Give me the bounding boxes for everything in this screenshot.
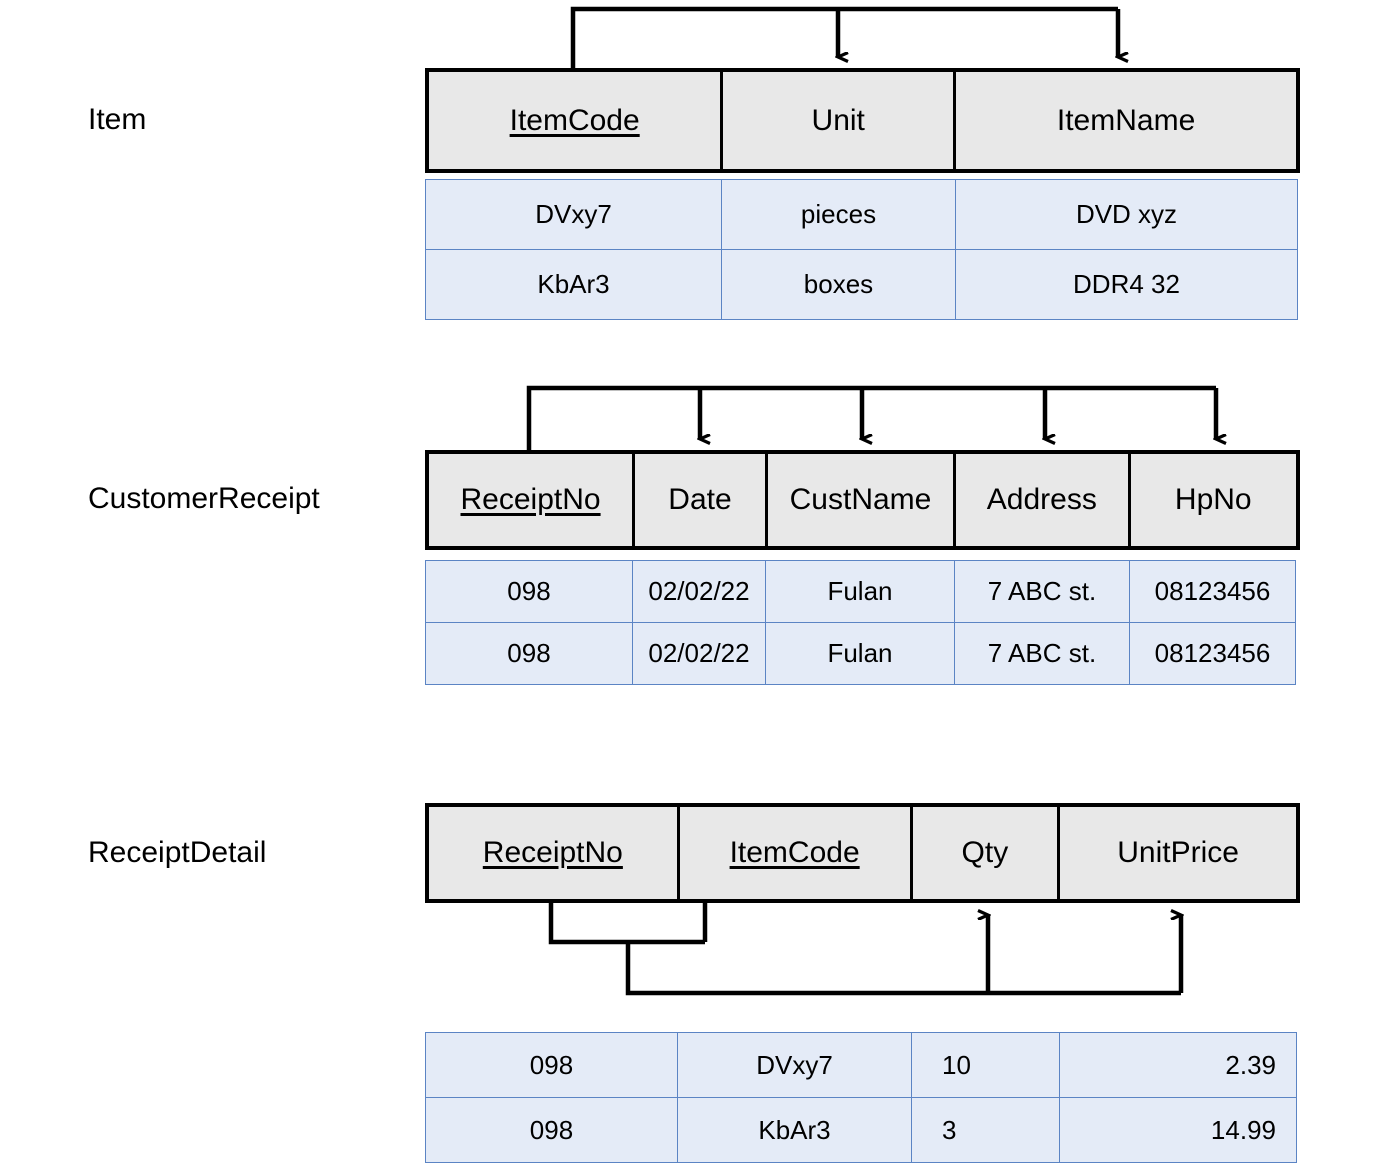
receiptdetail-dependency-arrow <box>548 903 1181 996</box>
customerreceipt-table-row: 098 02/02/22 Fulan 7 ABC st. 08123456 <box>425 560 1300 623</box>
receiptdetail-data-table: 098 DVxy7 10 2.39 098 KbAr3 3 14.99 <box>425 1032 1300 1163</box>
customerreceipt-cell-address: 7 ABC st. <box>954 560 1130 623</box>
customerreceipt-column-hpno: HpNo <box>1131 454 1296 546</box>
customerreceipt-cell-hpno: 08123456 <box>1129 622 1296 685</box>
item-cell-unit: pieces <box>721 179 956 250</box>
customerreceipt-column-address-label: Address <box>986 483 1097 516</box>
receiptdetail-table-row: 098 KbAr3 3 14.99 <box>425 1097 1300 1163</box>
customerreceipt-column-hpno-label: HpNo <box>1174 483 1252 516</box>
customerreceipt-header-row: ReceiptNo Date CustName Address HpNo <box>425 450 1300 550</box>
receiptdetail-cell-unitprice: 14.99 <box>1059 1097 1297 1163</box>
customerreceipt-column-receiptno-label: ReceiptNo <box>460 483 601 516</box>
receiptdetail-column-itemcode: ItemCode <box>680 807 913 899</box>
customerreceipt-data-table: 098 02/02/22 Fulan 7 ABC st. 08123456 09… <box>425 560 1300 685</box>
receiptdetail-header-row: ReceiptNo ItemCode Qty UnitPrice <box>425 803 1300 903</box>
item-cell-itemcode: DVxy7 <box>425 179 722 250</box>
receiptdetail-cell-receiptno: 098 <box>425 1032 678 1098</box>
customerreceipt-cell-custname: Fulan <box>765 622 955 685</box>
customerreceipt-dependency-arrow <box>526 385 1216 450</box>
receiptdetail-column-unitprice: UnitPrice <box>1060 807 1296 899</box>
customerreceipt-cell-date: 02/02/22 <box>632 560 766 623</box>
customerreceipt-cell-custname: Fulan <box>765 560 955 623</box>
item-cell-itemname: DVD xyz <box>955 179 1298 250</box>
item-table-row: DVxy7 pieces DVD xyz <box>425 179 1300 250</box>
customerreceipt-column-custname-label: CustName <box>789 483 932 516</box>
receiptdetail-column-qty: Qty <box>913 807 1061 899</box>
customerreceipt-cell-address: 7 ABC st. <box>954 622 1130 685</box>
item-cell-itemcode: KbAr3 <box>425 249 722 320</box>
customerreceipt-column-receiptno: ReceiptNo <box>429 454 636 546</box>
item-column-itemcode: ItemCode <box>429 72 724 169</box>
customerreceipt-column-date-label: Date <box>668 483 732 516</box>
item-column-itemname-label: ItemName <box>1056 103 1196 137</box>
item-data-table: DVxy7 pieces DVD xyz KbAr3 boxes DDR4 32 <box>425 179 1300 320</box>
customerreceipt-table-row: 098 02/02/22 Fulan 7 ABC st. 08123456 <box>425 622 1300 685</box>
customerreceipt-column-date: Date <box>635 454 768 546</box>
item-dependency-arrow <box>570 6 1118 68</box>
item-column-itemname: ItemName <box>956 72 1296 169</box>
entity-label-item: Item <box>88 103 147 136</box>
receiptdetail-cell-itemcode: KbAr3 <box>677 1097 912 1163</box>
item-column-unit-label: Unit <box>811 103 865 137</box>
receiptdetail-cell-unitprice: 2.39 <box>1059 1032 1297 1098</box>
item-column-itemcode-label: ItemCode <box>509 103 640 137</box>
receiptdetail-cell-itemcode: DVxy7 <box>677 1032 912 1098</box>
receiptdetail-column-itemcode-label: ItemCode <box>729 836 860 869</box>
item-cell-itemname: DDR4 32 <box>955 249 1298 320</box>
receiptdetail-cell-qty: 3 <box>911 1097 1060 1163</box>
item-header-row: ItemCode Unit ItemName <box>425 68 1300 173</box>
customerreceipt-cell-receiptno: 098 <box>425 560 633 623</box>
customerreceipt-cell-date: 02/02/22 <box>632 622 766 685</box>
receiptdetail-column-receiptno: ReceiptNo <box>429 807 680 899</box>
item-column-unit: Unit <box>723 72 957 169</box>
receiptdetail-cell-receiptno: 098 <box>425 1097 678 1163</box>
entity-label-customerreceipt: CustomerReceipt <box>88 482 320 515</box>
receiptdetail-cell-qty: 10 <box>911 1032 1060 1098</box>
item-table-row: KbAr3 boxes DDR4 32 <box>425 249 1300 320</box>
customerreceipt-cell-hpno: 08123456 <box>1129 560 1296 623</box>
customerreceipt-cell-receiptno: 098 <box>425 622 633 685</box>
customerreceipt-column-custname: CustName <box>768 454 957 546</box>
receiptdetail-column-receiptno-label: ReceiptNo <box>482 836 623 869</box>
item-cell-unit: boxes <box>721 249 956 320</box>
receiptdetail-column-qty-label: Qty <box>961 836 1009 869</box>
receiptdetail-column-unitprice-label: UnitPrice <box>1117 836 1239 869</box>
entity-label-receiptdetail: ReceiptDetail <box>88 836 267 869</box>
receiptdetail-table-row: 098 DVxy7 10 2.39 <box>425 1032 1300 1098</box>
customerreceipt-column-address: Address <box>956 454 1131 546</box>
